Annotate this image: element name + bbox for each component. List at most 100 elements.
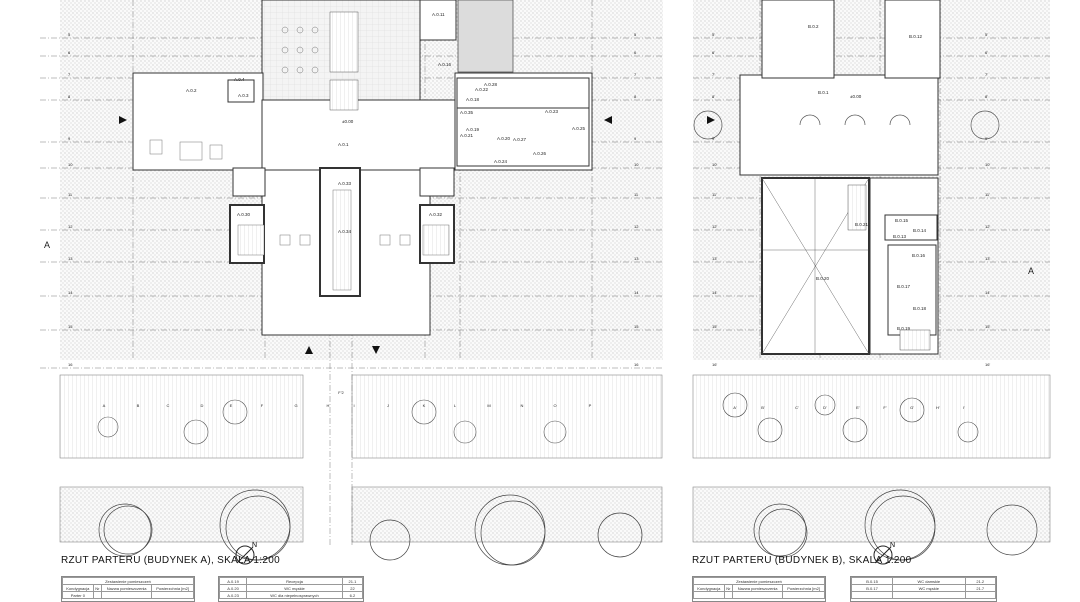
furniture-a xyxy=(149,26,411,246)
room-label: A.0.30 xyxy=(237,212,251,217)
schedule-col: Kondygnacja xyxy=(693,584,725,592)
grid-row-label: 12 xyxy=(68,224,73,229)
grid-col-label: F xyxy=(261,403,264,408)
grid-col-label: E xyxy=(230,403,233,408)
grid-col-label: H' xyxy=(936,405,940,410)
seating-b xyxy=(693,110,1000,140)
room-schedule-b-left: Zestawienie pomieszczeń Kondygnacja Nr N… xyxy=(692,576,826,602)
room-label: B.0.15 xyxy=(895,218,909,223)
grid-row-label: 9' xyxy=(712,136,715,141)
north-label-a: N xyxy=(252,542,257,549)
grid-col-label: F' xyxy=(883,405,886,410)
room-label: A.0.35 xyxy=(460,110,474,115)
grid-row-label: 15 xyxy=(68,324,73,329)
room-label: A.0.19 xyxy=(466,127,480,132)
trees-planting-a xyxy=(98,489,643,566)
north-arrow-b: N xyxy=(873,542,895,565)
grid-row-label: 14' xyxy=(712,290,717,295)
grid-row-label: 8' xyxy=(712,94,715,99)
grid-row-label: 5 xyxy=(634,32,637,37)
room-label: B.0.12 xyxy=(909,34,923,39)
grid-row-label: 8' xyxy=(985,94,988,99)
grid-row-label: 11 xyxy=(634,192,639,197)
level-mark: ±0.00 xyxy=(342,119,354,124)
grid-col-label: B' xyxy=(761,405,765,410)
grid-row-label: 10' xyxy=(985,162,990,167)
schedule-area: 21.2 xyxy=(964,577,997,585)
plan-labels: A.0.1A.0.2A.0.3A.0.4A.0.11A.0.16A.0.18A.… xyxy=(44,12,1034,410)
schedule-area: 22 xyxy=(341,584,364,592)
grid-row-label: 6 xyxy=(68,50,71,55)
grid-row-label: 14 xyxy=(68,290,73,295)
schedule-nr: A.0.23 xyxy=(218,591,248,599)
schedule-name: WC męskie xyxy=(246,584,343,592)
schedule-nr: A.0.20 xyxy=(218,584,248,592)
grid-col-label: D xyxy=(201,403,204,408)
grid-row-label: 12 xyxy=(634,224,639,229)
schedule-col: Nazwa pomieszczenia xyxy=(732,584,784,592)
grid-row-label: 8 xyxy=(68,94,71,99)
grid-row-label: 7 xyxy=(68,72,71,77)
grid-col-label: C xyxy=(167,403,170,408)
entrance-arrows-a xyxy=(119,116,612,354)
schedule-name: WC dla niepełnosprawnych xyxy=(246,591,343,599)
grid-row-label: 6 xyxy=(634,50,637,55)
room-label: B.0.17 xyxy=(897,284,911,289)
grid-row-label: 6' xyxy=(985,50,988,55)
room-label: A.0.4 xyxy=(234,77,245,82)
room-label: A.0.24 xyxy=(494,159,508,164)
grid-row-label: 13' xyxy=(985,256,990,261)
grid-col-label: G' xyxy=(910,405,914,410)
schedule-name: WC męskie xyxy=(892,584,966,592)
planting-strip-a1 xyxy=(59,486,304,543)
room-a011-box xyxy=(419,0,457,41)
grid-row-label: 16 xyxy=(634,362,639,367)
grid-col-label: E' xyxy=(856,405,860,410)
room-label: A.0.18 xyxy=(466,97,480,102)
planting-strip-a2 xyxy=(351,486,663,543)
room-label: A.0.27 xyxy=(513,137,527,142)
schedule-col: Nr xyxy=(723,584,734,592)
grid-row-label: 7' xyxy=(985,72,988,77)
room-label: B.0.18 xyxy=(913,306,927,311)
schedule-col: Powierzchnia [m2] xyxy=(151,584,194,592)
grid-row-label: 14 xyxy=(634,290,639,295)
grid-row-label: 7 xyxy=(634,72,637,77)
room-label: A.0.32 xyxy=(429,212,443,217)
grid-row-label: 10 xyxy=(634,162,639,167)
grid-row-label: 12' xyxy=(712,224,717,229)
grid-col-label: A xyxy=(103,403,106,408)
grid-col-label: G xyxy=(294,403,297,408)
schedule-nr: A.0.19 xyxy=(218,577,248,585)
trees-terrace-a xyxy=(97,399,567,445)
schedule-name: WC damskie xyxy=(892,577,966,585)
grid-row-label: 9 xyxy=(68,136,71,141)
room-label: A.0.3 xyxy=(238,93,249,98)
grid-col-label: B xyxy=(137,403,140,408)
grid-col-label: A' xyxy=(733,405,737,410)
plan-b-title: RZUT PARTERU (BUDYNEK B), SKALA 1:200 xyxy=(692,555,912,566)
schedule-area: 21.7 xyxy=(964,584,997,592)
schedule-area: 21.1 xyxy=(341,577,364,585)
grid-row-label: 15' xyxy=(985,324,990,329)
terrace-strip-a2 xyxy=(351,374,663,459)
plan-a-title: RZUT PARTERU (BUDYNEK A), SKALA 1:200 xyxy=(61,555,280,566)
plan-b xyxy=(692,0,1051,561)
room-label: A.0.16 xyxy=(438,62,452,67)
room-label: A.0.2 xyxy=(186,88,197,93)
schedule-name: Recepcja xyxy=(246,577,343,585)
atrium-void xyxy=(457,0,514,73)
grid-col-label: P xyxy=(589,403,592,408)
grid-row-label: 16' xyxy=(712,362,717,367)
section-mark: A xyxy=(44,240,50,250)
grid-row-label: 12' xyxy=(985,224,990,229)
schedule-area: 6.2 xyxy=(341,591,364,599)
room-label: A.0.20 xyxy=(497,136,511,141)
room-label: A.0.33 xyxy=(338,181,352,186)
grid-col-label: I' xyxy=(963,405,965,410)
room-label: A.0.22 xyxy=(475,87,489,92)
grid-row-label: 9 xyxy=(634,136,637,141)
